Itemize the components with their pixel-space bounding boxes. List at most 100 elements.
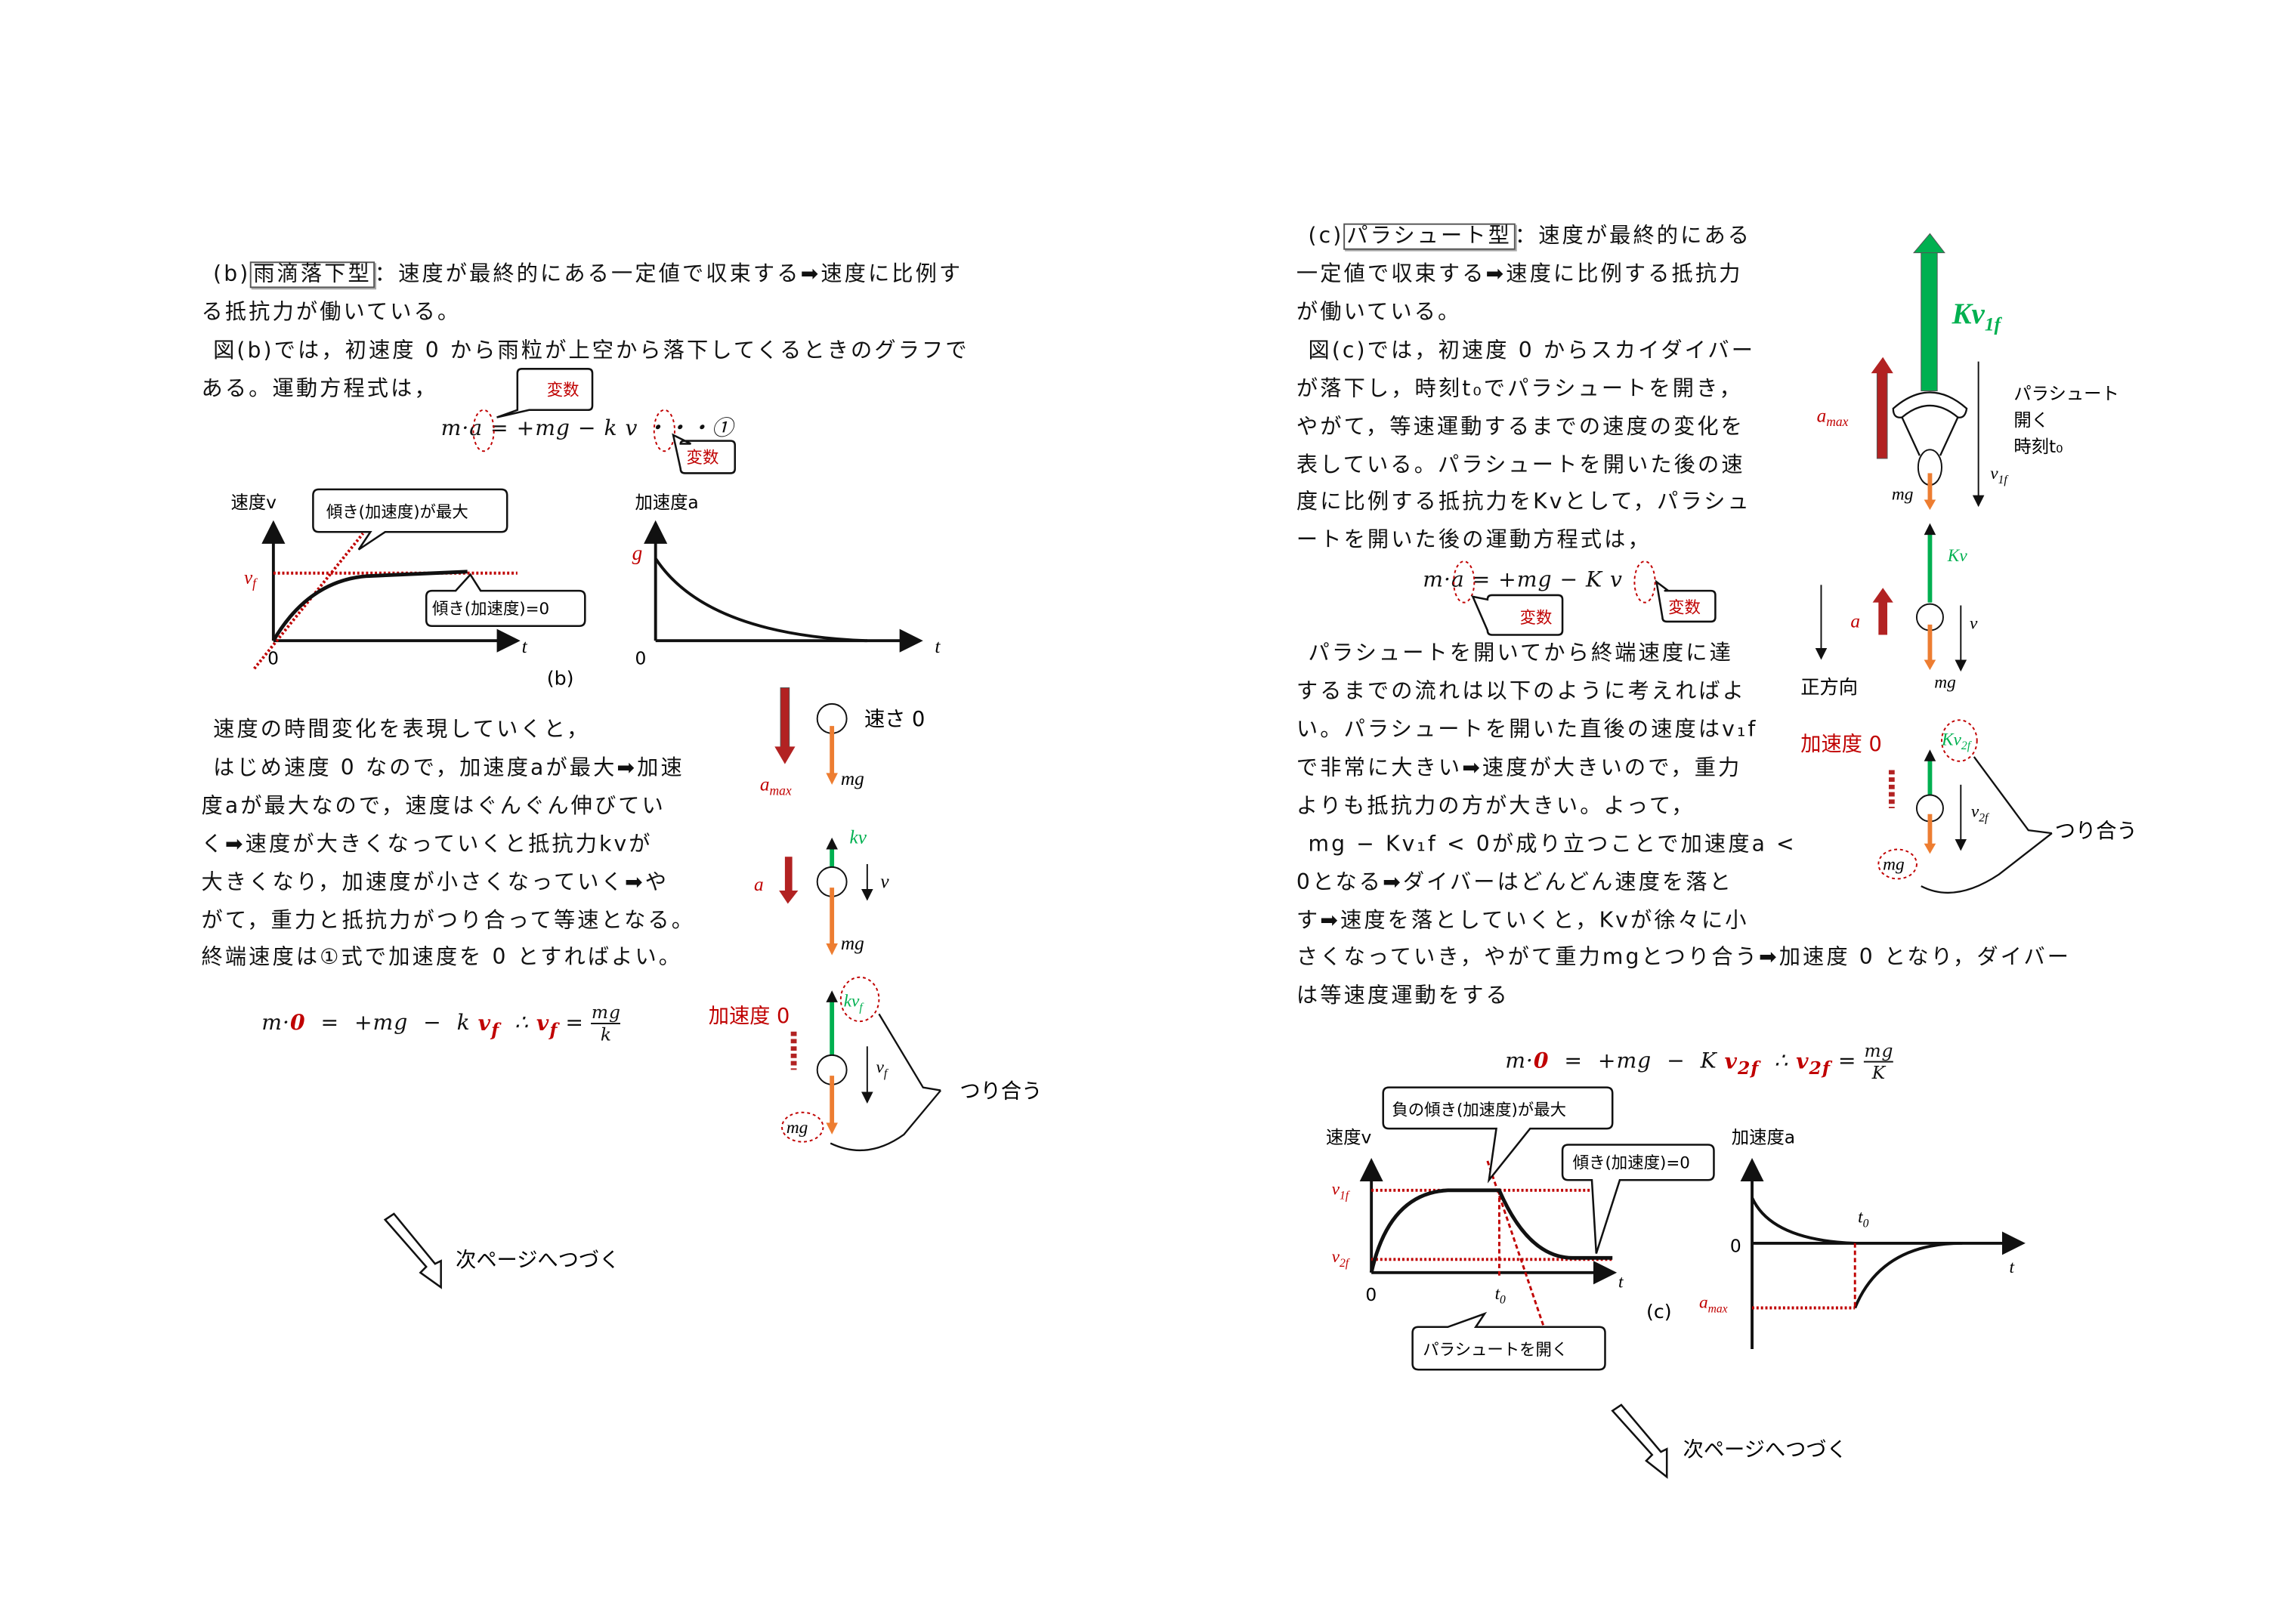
right-para1-line: 度に比例する抵抗力をKvとして，パラシュ xyxy=(1296,490,1751,514)
figure-label-b: (b) xyxy=(547,668,574,690)
variable-callout: 変数 xyxy=(1471,594,1564,636)
origin-label: 0 xyxy=(635,647,646,668)
v2f-label: v2f xyxy=(1332,1247,1351,1270)
left-next-page-label: 次ページへつづく xyxy=(456,1249,620,1272)
right-para1-line: ートを開いた後の運動方程式は， xyxy=(1296,529,1652,553)
eq-vf: v xyxy=(477,1010,492,1036)
kv-label: kv xyxy=(849,827,867,848)
left-force-diagram-1: 速さ 0 amax mg xyxy=(760,687,925,798)
amax-arrow xyxy=(774,746,796,764)
callout-zero-slope xyxy=(1561,1144,1715,1254)
accel-zero-label: 加速度 0 xyxy=(1800,733,1882,756)
circle-v-marker xyxy=(653,409,675,452)
open-text-line: 開く xyxy=(2013,409,2049,431)
balance-bracket xyxy=(1921,756,2053,894)
circle-a-marker xyxy=(1453,560,1476,604)
left-para1-line: ：速度が最終的にある一定値で収束する➡速度に比例す xyxy=(374,263,963,287)
left-heading-boxed: 雨滴落下型 xyxy=(250,261,375,289)
origin-label: 0 xyxy=(1730,1236,1741,1257)
left-para2-line: く➡速度が大きくなっていくと抵抗力kvが xyxy=(201,833,653,857)
acceleration-curve xyxy=(654,557,867,643)
Kv2f-marker xyxy=(1941,719,1978,762)
vf-label: vf xyxy=(876,1057,889,1080)
callout-negative-max xyxy=(1382,1086,1614,1184)
right-force-diagram-2: Kv a v mg 正方向 xyxy=(1800,523,1978,698)
mg-label: mg xyxy=(841,933,864,954)
v1f-label: v1f xyxy=(1332,1180,1351,1203)
right-equation-motion: m·a = +mg − K v xyxy=(1423,568,1623,593)
variable-label: 変数 xyxy=(547,381,579,400)
right-para1-line: 一定値で収束する➡速度に比例する抵抗力 xyxy=(1296,263,1743,287)
eq-v2f: v xyxy=(1724,1048,1738,1074)
mg-label: mg xyxy=(1892,484,1914,504)
right-para2-line: パラシュートを開いてから終端速度に達 xyxy=(1308,642,1733,666)
left-para2-line: 大きくなり，加速度が小さくなっていく➡や xyxy=(201,871,669,895)
eq-mid: = +mg − K xyxy=(1549,1050,1725,1074)
a-arrow xyxy=(1872,588,1893,603)
acceleration-curve-before xyxy=(1751,1196,1856,1245)
a-label: a xyxy=(754,874,764,895)
Kv2f-label: Kv2f xyxy=(1941,730,1973,752)
eq-v2f-sub: 2f xyxy=(1809,1057,1831,1078)
x-label: t xyxy=(2009,1258,2014,1277)
eq-zero: 0 xyxy=(289,1010,306,1036)
callout-max-slope xyxy=(312,488,508,551)
mg-marker xyxy=(781,1111,824,1143)
amax-label: amax xyxy=(1817,405,1849,429)
circle-a-marker xyxy=(472,409,495,452)
g-label: g xyxy=(632,542,643,564)
eq-vf: v xyxy=(536,1010,550,1036)
right-para1-line: が働いている。 xyxy=(1296,301,1462,325)
y-label: 加速度a xyxy=(635,492,698,513)
left-para2-line: 度aが最大なので，速度はぐんぐん伸びてい xyxy=(201,795,666,819)
callout-zero-text: 傾き(加速度)=0 xyxy=(432,600,549,619)
v2f-label: v2f xyxy=(1971,802,1990,825)
amax-arrow xyxy=(1871,357,1893,374)
mg-label: mg xyxy=(1934,672,1956,692)
x-label: t xyxy=(1618,1272,1624,1292)
y-label: 速度v xyxy=(230,492,277,513)
kvf-marker xyxy=(839,976,880,1023)
right-para1-line: ：速度が最終的にある xyxy=(1514,224,1752,249)
callout-open-text: パラシュートを開く xyxy=(1423,1341,1568,1360)
right-para2-line: するまでの流れは以下のように考えればよ xyxy=(1296,680,1747,704)
right-velocity-graph: 速度v v1f v2f 0 t 負の傾き(加速度)が最大 傾き(加速度)=0 パ… xyxy=(1326,1086,1715,1371)
acceleration-curve-after xyxy=(1853,1241,1963,1309)
left-acceleration-graph: 加速度a g 0 t xyxy=(632,492,941,668)
next-page-arrow-icon xyxy=(1611,1403,1668,1479)
Kv1f-arrow xyxy=(1912,233,1945,254)
right-heading-boxed: パラシュート型 xyxy=(1343,223,1515,250)
eq-mid: = +mg − k xyxy=(305,1011,478,1036)
right-para2-line: mg − Kv₁f < 0が成り立つことで加速度a < xyxy=(1308,833,1797,857)
left-para1-line: ある。運動方程式は， xyxy=(201,377,438,402)
v-label: v xyxy=(880,871,889,892)
eq-den: k xyxy=(600,1024,612,1045)
parachute-lines xyxy=(1901,417,1959,456)
callout-max-text: 傾き(加速度)が最大 xyxy=(326,503,468,522)
right-force-diagram-1: Kv1f amax mg パラシュート 開く 時刻t₀ v1f xyxy=(1817,233,2119,511)
t0-label: t0 xyxy=(1495,1284,1506,1307)
eq-num: mg xyxy=(591,1002,621,1025)
circle-v-marker xyxy=(1633,560,1656,604)
left-para2-line: 終端速度は①式で加速度を 0 とすればよい。 xyxy=(201,946,683,971)
eq-lhs: m· xyxy=(1505,1050,1534,1074)
left-velocity-graph: 速度v vf 0 t 傾き(加速度)が最大 傾き(加速度)=0 xyxy=(230,488,586,670)
v1f-label: v1f xyxy=(1990,464,2009,486)
mg-label: mg xyxy=(1883,855,1905,875)
eq-num: mg xyxy=(1864,1040,1894,1063)
right-para1-line: やがて，等速運動するまでの速度の変化を xyxy=(1296,415,1745,440)
v-label: v xyxy=(1970,614,1978,634)
eq-vf-sub: f xyxy=(491,1018,500,1040)
eq-therefore: ∴ xyxy=(499,1011,536,1036)
left-equation-motion: m·a = +mg − k v ・・・① xyxy=(440,417,734,441)
variable-callout: 変数 xyxy=(672,433,737,474)
positive-direction-label: 正方向 xyxy=(1800,676,1858,698)
eq-vf-sub: f xyxy=(549,1018,558,1040)
a-label: a xyxy=(1850,611,1860,632)
callout-zero-slope xyxy=(425,573,586,628)
velocity-curve xyxy=(271,570,468,642)
left-force-diagram-3: 加速度 0 kvf vf mg つり合う xyxy=(709,976,1042,1152)
